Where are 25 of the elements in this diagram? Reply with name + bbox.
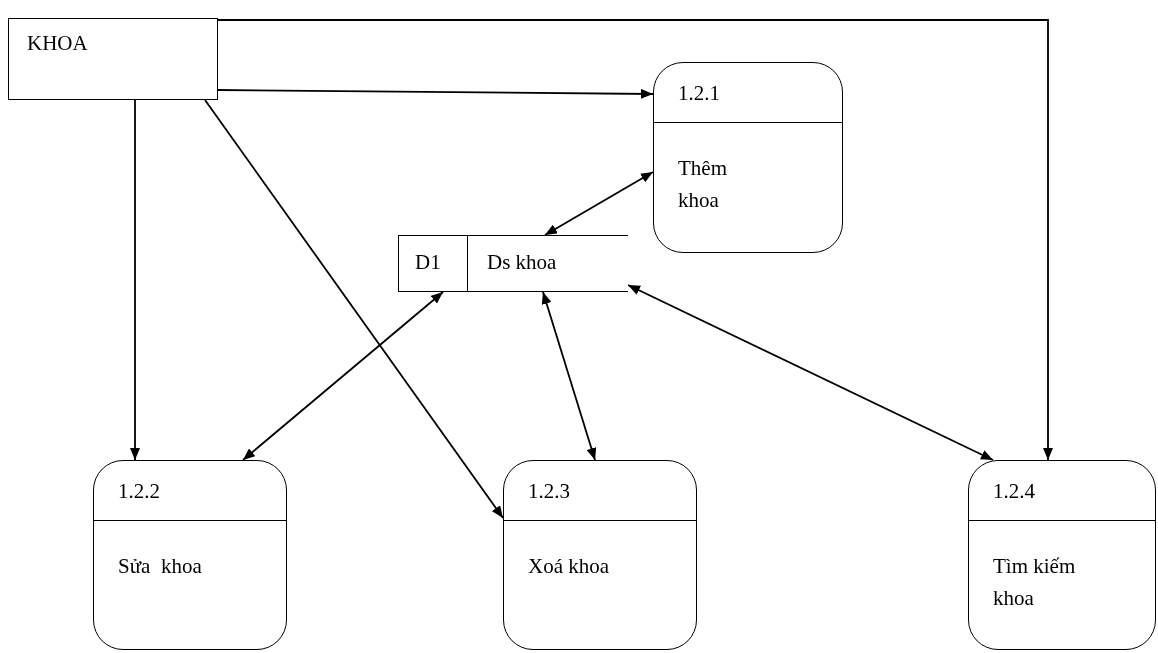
process-number: 1.2.3: [528, 479, 570, 504]
arrow: [204, 99, 504, 519]
arrow: [544, 171, 654, 236]
process-box: [503, 460, 697, 650]
process-number: 1.2.4: [993, 479, 1035, 504]
data-store: [398, 235, 628, 292]
process-number: 1.2.1: [678, 81, 720, 106]
arrow: [627, 284, 994, 461]
store-id: D1: [415, 250, 441, 275]
process-box: [653, 62, 843, 253]
external-entity-box: [8, 18, 218, 100]
arrow: [130, 99, 140, 461]
process-box: [93, 460, 287, 650]
process-name: Tìm kiếm khoa: [993, 553, 1077, 612]
process-name: Thêm khoa: [678, 155, 728, 214]
arrow: [541, 291, 597, 461]
process-name: Xoá khoa: [528, 553, 611, 580]
entity-name: KHOA: [27, 31, 88, 56]
store-name: Ds khoa: [487, 250, 557, 275]
arrow: [217, 19, 1053, 461]
process-name: Sửa khoa: [118, 553, 203, 580]
arrow: [242, 291, 444, 461]
arrow: [217, 88, 654, 99]
process-number: 1.2.2: [118, 479, 160, 504]
process-box: [968, 460, 1156, 650]
